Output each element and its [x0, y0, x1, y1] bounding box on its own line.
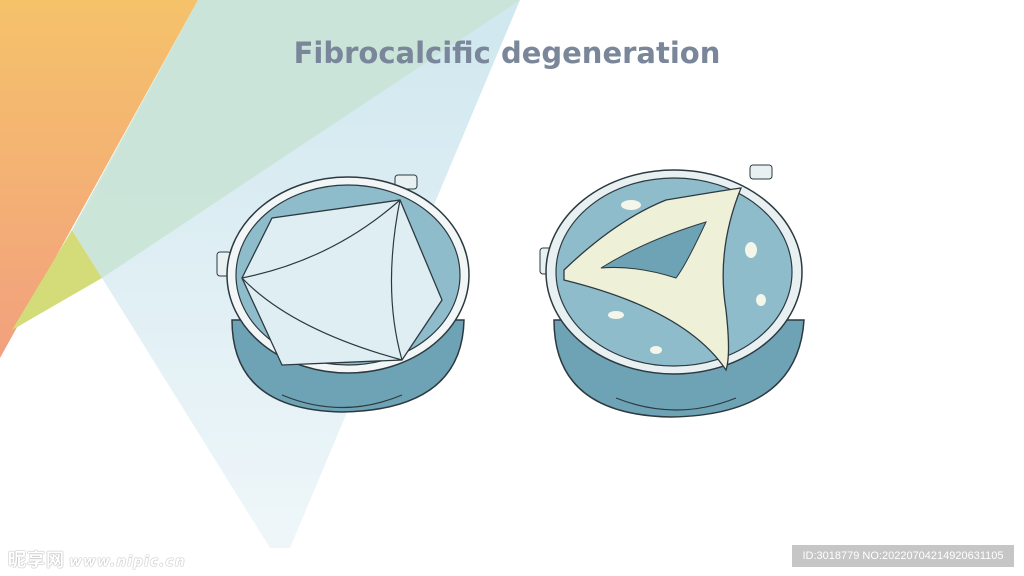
watermark-id: ID:3018779 NO:20220704214920631105 [792, 545, 1014, 567]
green-beam [72, 0, 520, 278]
lime-triangle [12, 230, 102, 330]
calcified-valve-illustration [539, 164, 805, 418]
slide-title: Fibrocalcific degeneration [293, 36, 721, 70]
normal-valve-illustration [216, 174, 470, 413]
watermark-site: www.nipic.cn [69, 554, 186, 570]
